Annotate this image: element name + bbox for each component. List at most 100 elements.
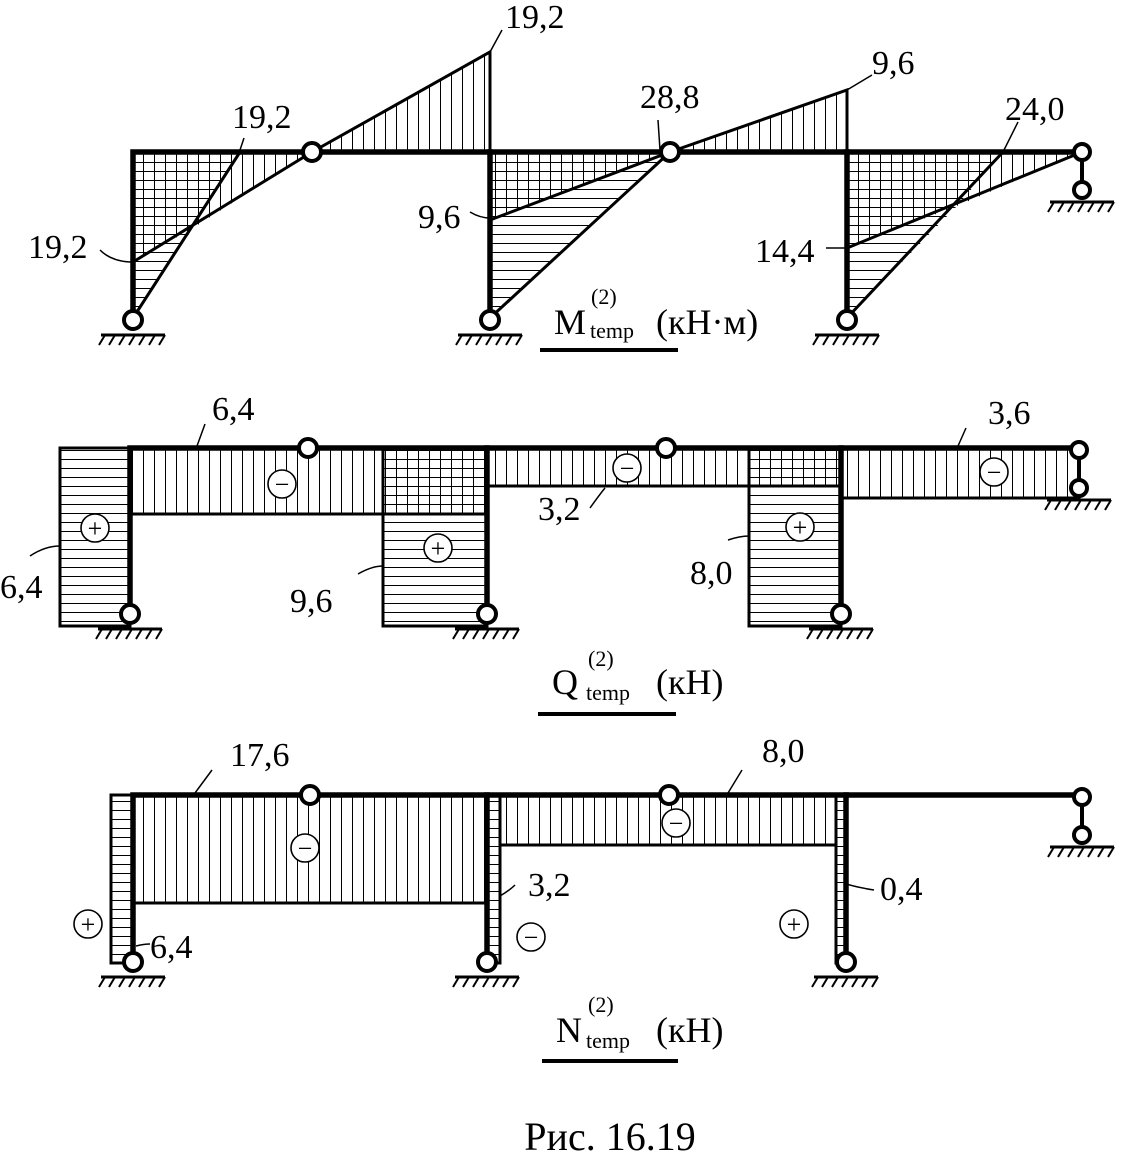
shear-value-c2: 9,6 (290, 583, 333, 620)
pin-support-icon (454, 309, 524, 347)
title-unit: (кН·м) (656, 302, 758, 342)
leader-line (357, 565, 384, 575)
title-subscript: temp (586, 1028, 630, 1053)
moment-outline (489, 150, 671, 222)
moment-outline (132, 150, 313, 264)
moment-outline (131, 151, 242, 319)
svg-text:−: − (987, 458, 1002, 487)
shear-diagram: + − + − + − 6,4 6,4 9,6 3,2 8,0 3,6 Q (2… (0, 391, 1113, 716)
title-symbol: N (556, 1010, 582, 1050)
shear-area-column3 (749, 486, 841, 626)
frame-beam (130, 792, 1085, 965)
leader-line (1002, 121, 1019, 153)
shear-value-b2: 3,2 (538, 491, 581, 528)
moment-title: M (2) temp (кН·м) (540, 284, 758, 352)
hinge-icon (299, 784, 321, 806)
leader-line (99, 249, 134, 263)
svg-text:+: + (88, 514, 103, 543)
leader-line (194, 769, 213, 794)
svg-text:−: − (669, 809, 684, 838)
figure-caption: Рис. 16.19 (524, 1114, 695, 1155)
normal-diagram: + − − − + 17,6 6,4 3,2 8,0 0,4 N (2) tem… (73, 733, 1116, 1063)
leader-line (196, 423, 206, 447)
pin-support-icon (97, 309, 167, 347)
shear-value-c3: 8,0 (690, 555, 733, 592)
moment-area-beam1-grid (133, 152, 240, 262)
moment-value-c3: 14,4 (755, 233, 815, 270)
sign-marker: − (267, 469, 297, 499)
shear-value-b3: 3,6 (988, 395, 1031, 432)
svg-text:+: + (81, 910, 96, 939)
leader-line (589, 487, 606, 509)
svg-text:+: + (793, 513, 808, 542)
moment-outline (845, 150, 1005, 320)
sign-marker: − (979, 457, 1009, 487)
hinge-icon (659, 141, 681, 163)
moment-outline (846, 150, 1083, 250)
pin-support-icon (451, 951, 521, 989)
pin-support-icon (810, 951, 880, 989)
leader-line (29, 545, 61, 557)
leader-line (727, 535, 750, 541)
moment-value-b2-peak: 9,6 (872, 45, 915, 82)
shear-area-overlap2 (749, 448, 841, 486)
normal-value-c2: 3,2 (528, 867, 571, 904)
sign-marker: + (785, 512, 815, 542)
normal-value-c3: 0,4 (880, 871, 923, 908)
shear-value-c1: 6,4 (0, 569, 43, 606)
moment-value-c1: 19,2 (28, 229, 88, 266)
svg-text:−: − (524, 923, 539, 952)
leader-line (489, 29, 503, 53)
pin-support-icon (811, 309, 881, 347)
moment-outline (488, 150, 672, 320)
moment-area-beam3-grid (847, 152, 1003, 248)
leader-line (499, 884, 516, 897)
roller-support-icon (1046, 787, 1116, 859)
svg-text:−: − (298, 834, 313, 863)
title-superscript: (2) (588, 992, 614, 1017)
shear-title: Q (2) temp (кН) (538, 646, 723, 716)
sign-marker: − (516, 922, 546, 952)
title-subscript: temp (586, 680, 630, 705)
shear-value-b1: 6,4 (212, 391, 255, 428)
leader-line (957, 427, 967, 447)
sign-marker: + (779, 909, 809, 939)
hinge-icon (655, 437, 677, 459)
sign-marker: − (661, 808, 691, 838)
normal-area-column2 (487, 795, 500, 963)
title-symbol: M (554, 302, 586, 342)
title-superscript: (2) (591, 284, 617, 309)
normal-value-b2: 8,0 (762, 733, 805, 770)
sign-marker: − (612, 453, 642, 483)
shear-area-column2 (383, 514, 487, 626)
shear-area-beam3 (841, 448, 1079, 498)
moment-value-hinge2: 28,8 (640, 79, 700, 116)
normal-area-column3 (836, 795, 846, 963)
sign-marker: + (423, 533, 453, 563)
hinge-icon (658, 784, 680, 806)
title-unit: (кН) (656, 1010, 723, 1050)
normal-area-column1 (111, 795, 133, 963)
title-subscript: temp (590, 318, 634, 343)
moment-value-c2: 9,6 (418, 199, 461, 236)
sign-marker: + (73, 909, 103, 939)
leader-line (135, 943, 151, 947)
title-symbol: Q (552, 662, 578, 702)
title-superscript: (2) (588, 646, 614, 671)
normal-value-b1: 17,6 (230, 737, 290, 774)
frame-beam (127, 445, 1082, 617)
leader-line (239, 137, 245, 151)
moment-diagram: 19,2 19,2 19,2 9,6 9,6 28,8 14,4 24,0 M … (28, 0, 1116, 352)
svg-text:+: + (787, 910, 802, 939)
title-unit: (кН) (656, 662, 723, 702)
hinge-icon (297, 437, 319, 459)
moment-value-b3: 24,0 (1005, 91, 1065, 128)
shear-area-beam1 (130, 448, 383, 514)
leader-line (657, 119, 661, 151)
shear-area-overlap1 (383, 448, 487, 514)
svg-text:−: − (620, 454, 635, 483)
leader-line (845, 883, 875, 891)
normal-title: N (2) temp (кН) (542, 992, 723, 1063)
leader-line (846, 74, 873, 91)
